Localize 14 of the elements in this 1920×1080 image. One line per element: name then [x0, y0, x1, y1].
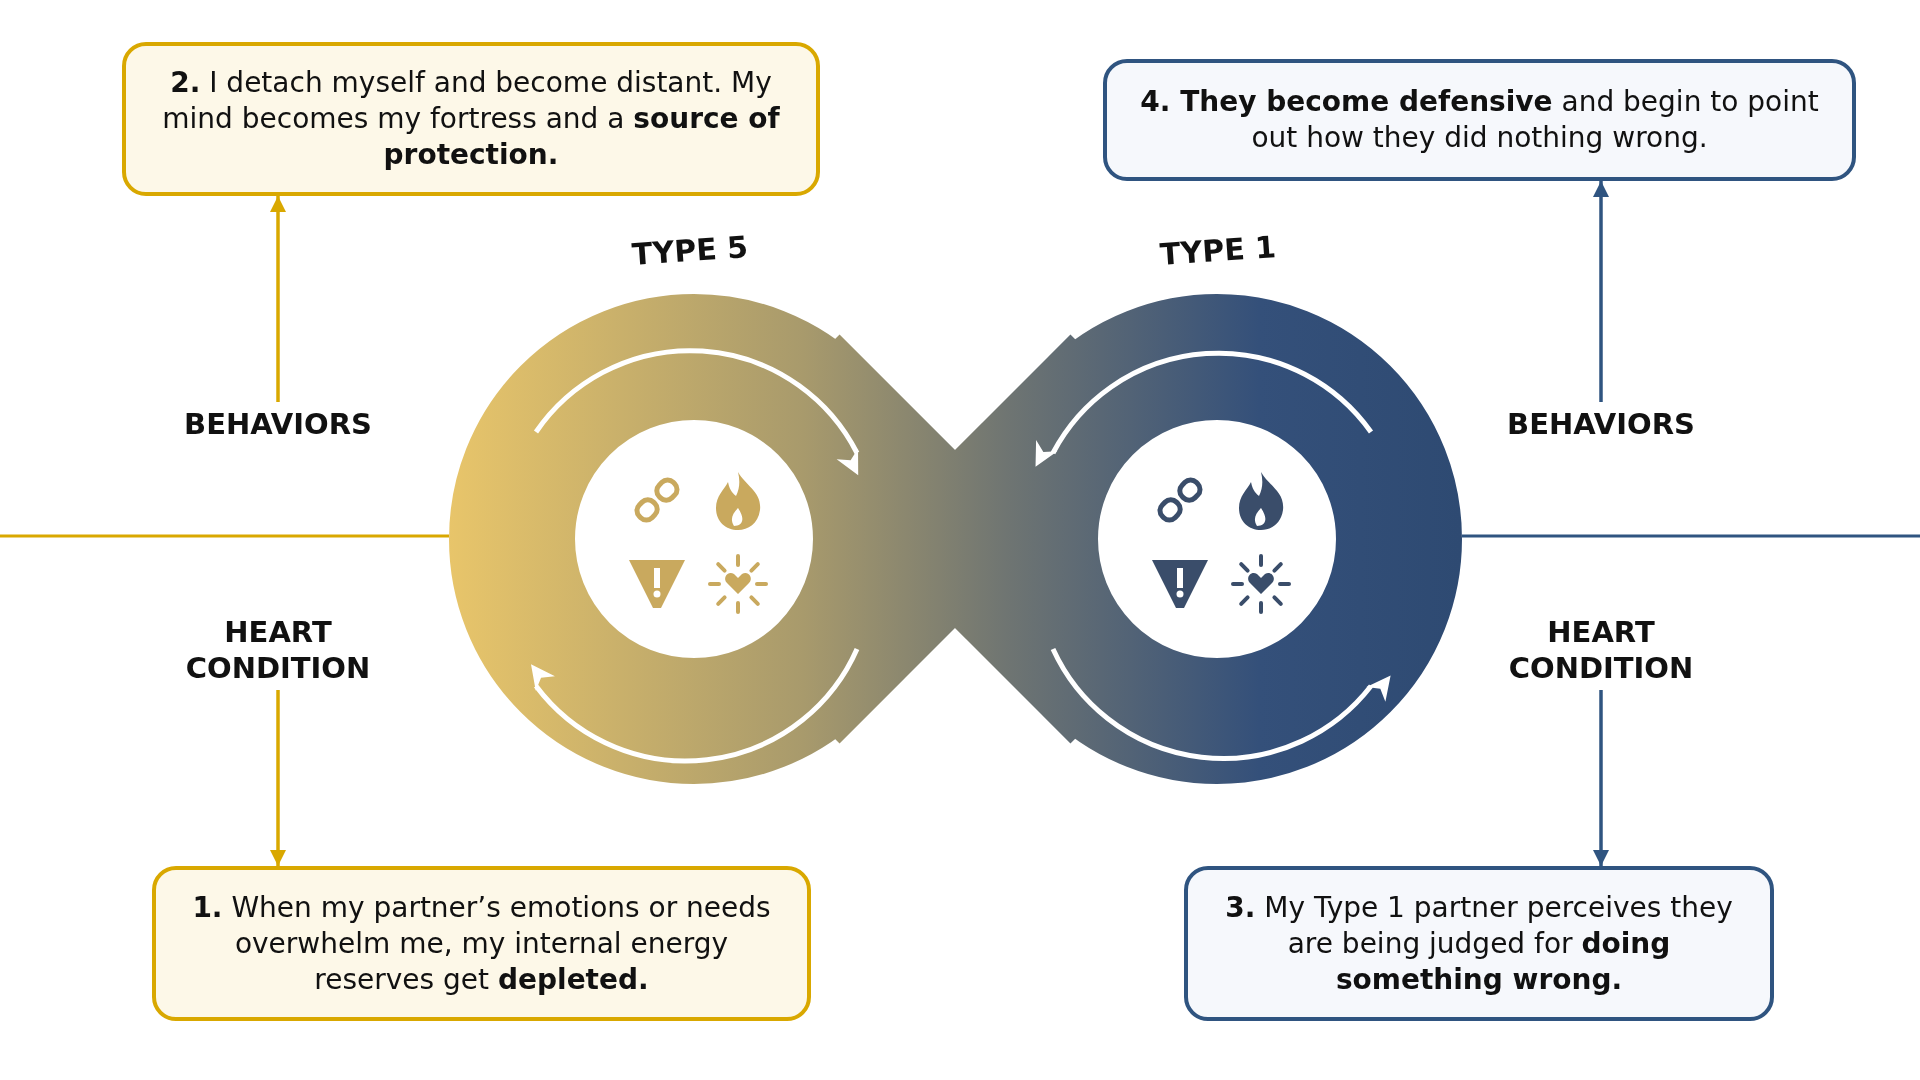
- arrow: [1593, 690, 1609, 866]
- step-box: 3. My Type 1 partner perceives they are being judged for doing something wrong.: [1184, 866, 1774, 1021]
- step-box: 2. I detach myself and become distant. My mind becomes my fortress and a source of protection.: [122, 42, 820, 196]
- type-label: TYPE 1: [1157, 228, 1279, 274]
- arrow: [1593, 181, 1609, 402]
- step-box: 1. When my partner’s emotions or needs overwhelm me, my internal energy reserves get depleted.: [152, 866, 811, 1021]
- arrow: [270, 196, 286, 402]
- type-label: TYPE 5: [629, 228, 751, 274]
- arrow: [270, 690, 286, 866]
- section-label: HEART CONDITION: [128, 614, 428, 686]
- section-label: HEART CONDITION: [1451, 614, 1751, 686]
- step-box: 4. They become defensive and begin to point out how they did nothing wrong.: [1103, 59, 1856, 181]
- section-label: BEHAVIORS: [128, 406, 428, 442]
- section-label: BEHAVIORS: [1451, 406, 1751, 442]
